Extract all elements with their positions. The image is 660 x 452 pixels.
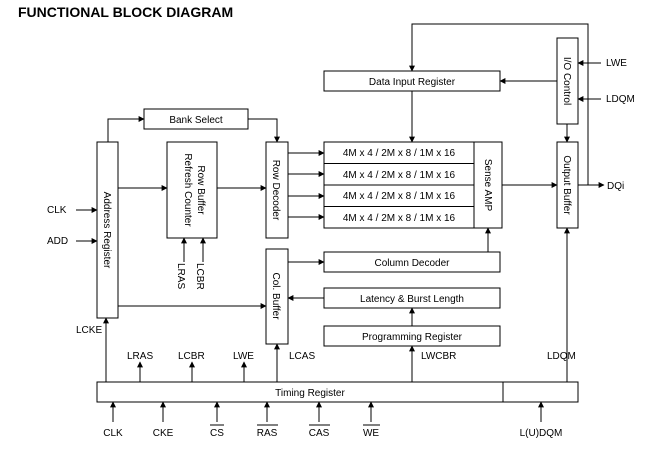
connections — [76, 23, 605, 422]
latency-burst-length-block: Latency & Burst Length — [323, 287, 501, 309]
output-buffer-label: Output Buffer — [561, 155, 572, 215]
lcas-signal-label: LCAS — [289, 351, 315, 362]
lwe-io-signal-label: LWE — [606, 58, 627, 69]
dqm-input-label: L(U)DQM — [520, 428, 563, 439]
memory-array-block: 4M x 4 / 2M x 8 / 1M x 16 4M x 4 / 2M x … — [323, 141, 475, 229]
lcbr-signal-label: LCBR — [178, 351, 205, 362]
refresh-counter-label: Refresh Counter — [182, 153, 193, 227]
ldqm-signal-label: LDQM — [547, 351, 576, 362]
timing-input-label: CKE — [153, 428, 174, 439]
memory-bank-label: 4M x 4 / 2M x 8 / 1M x 16 — [343, 170, 456, 181]
signal-labels: CLK ADD LCKE LRAS LCBR LRAS LCBR LWE LCA… — [47, 58, 635, 439]
clk-signal-label: CLK — [47, 205, 67, 216]
data-input-register-block: Data Input Register — [323, 70, 501, 92]
lcke-signal-label: LCKE — [76, 325, 102, 336]
col-buffer-block: Col. Buffer — [265, 248, 289, 345]
memory-bank-label: 4M x 4 / 2M x 8 / 1M x 16 — [343, 148, 456, 159]
timing-input-label: CS — [210, 428, 224, 439]
timing-input-label: WE — [363, 428, 379, 439]
sense-amp-label: Sense AMP — [482, 159, 493, 212]
column-decoder-label: Column Decoder — [374, 258, 450, 269]
lras-signal-label: LRAS — [127, 351, 153, 362]
bank-select-block: Bank Select — [143, 108, 249, 130]
row-decoder-label: Row Decoder — [270, 160, 281, 221]
lwe-signal-label: LWE — [233, 351, 254, 362]
output-buffer-block: Output Buffer — [556, 141, 579, 229]
timing-register-label: Timing Register — [275, 388, 345, 399]
address-register-block: Address Register — [96, 141, 119, 319]
programming-register-block: Programming Register — [323, 325, 501, 347]
memory-bank-label: 4M x 4 / 2M x 8 / 1M x 16 — [343, 191, 456, 202]
timing-input-label: RAS — [257, 428, 278, 439]
lcbr-rowbuffer-label: LCBR — [194, 263, 205, 290]
programming-register-label: Programming Register — [362, 332, 463, 343]
timing-register-block: Timing Register — [96, 381, 579, 403]
row-buffer-label: Row Buffer — [195, 165, 206, 215]
dqi-signal-label: DQi — [607, 181, 624, 192]
add-signal-label: ADD — [47, 236, 68, 247]
column-decoder-block: Column Decoder — [323, 251, 501, 273]
address-register-label: Address Register — [101, 192, 112, 269]
sense-amp-block: Sense AMP — [473, 141, 503, 229]
latency-burst-length-label: Latency & Burst Length — [360, 294, 464, 305]
memory-bank-label: 4M x 4 / 2M x 8 / 1M x 16 — [343, 213, 456, 224]
timing-input-label: CLK — [103, 428, 123, 439]
row-buffer-block: Row Buffer Refresh Counter — [166, 141, 218, 239]
io-control-label: I/O Control — [561, 57, 572, 105]
data-input-register-label: Data Input Register — [369, 77, 456, 88]
bank-select-label: Bank Select — [169, 115, 223, 126]
col-buffer-label: Col. Buffer — [270, 272, 281, 320]
row-decoder-block: Row Decoder — [265, 141, 289, 239]
ldqm-io-signal-label: LDQM — [606, 94, 635, 105]
lras-rowbuffer-label: LRAS — [175, 263, 186, 289]
timing-input-label: CAS — [309, 428, 330, 439]
lwcbr-signal-label: LWCBR — [421, 351, 456, 362]
io-control-block: I/O Control — [556, 37, 579, 125]
page-title: FUNCTIONAL BLOCK DIAGRAM — [18, 4, 234, 20]
